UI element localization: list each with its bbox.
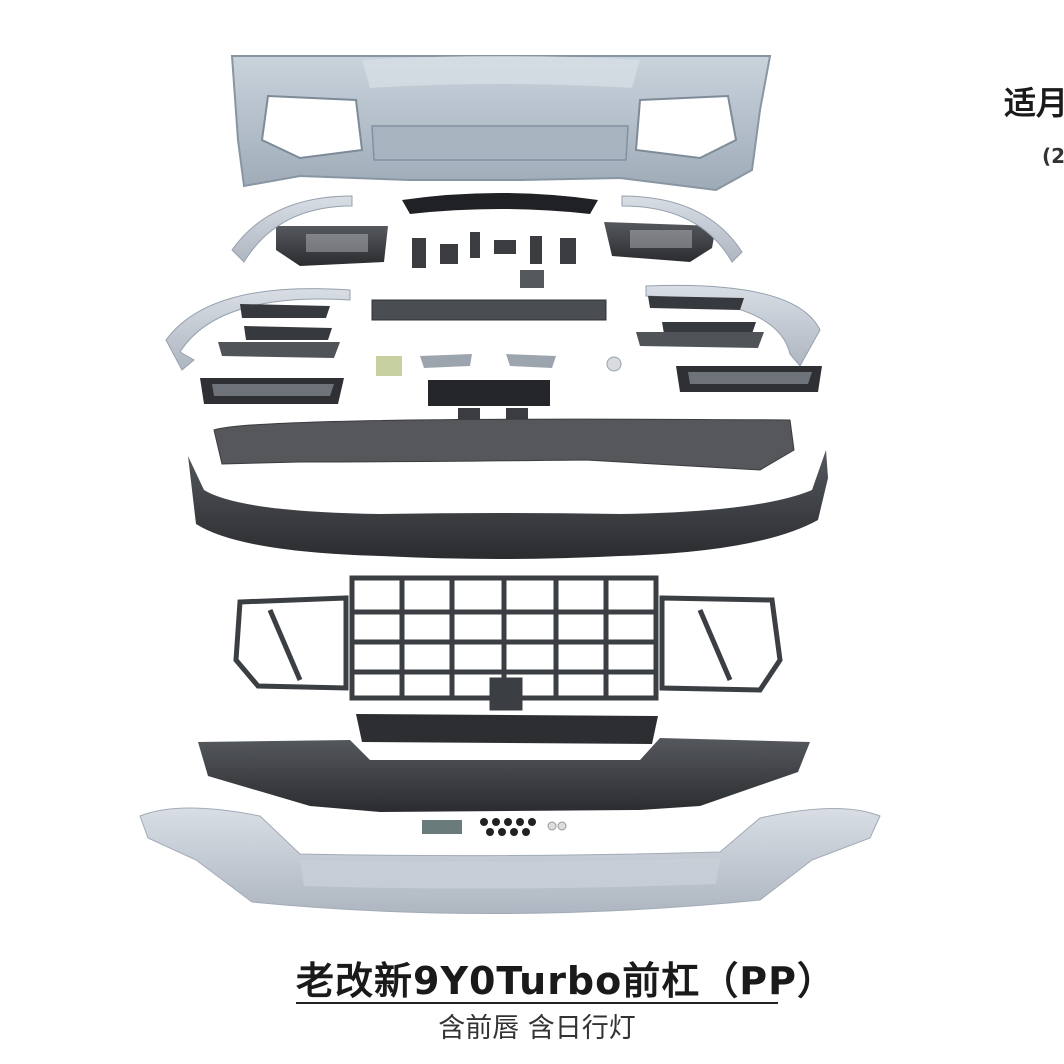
product-title: 老改新9Y0Turbo前杠（PP） (296, 959, 836, 1003)
under-diffuser (198, 738, 810, 812)
lower-black-lip (188, 450, 828, 559)
front-bumper-cover (230, 55, 772, 192)
center-mesh-strip (371, 299, 607, 321)
left-upper-arch-flare (231, 195, 353, 263)
right-upper-arch-flare (621, 195, 743, 263)
right-vent-surround (604, 222, 716, 262)
lower-grille-insert (356, 714, 658, 744)
side-note-title: 适月 (1004, 84, 1064, 122)
front-splitter (213, 418, 795, 471)
lower-lip-pp (139, 807, 881, 915)
upper-grille-trim (402, 193, 598, 214)
product-subtitle: 含前唇 含日行灯 (438, 1013, 636, 1044)
grille-frame (233, 575, 783, 711)
title-underline (296, 1002, 778, 1004)
mounting-brackets (412, 232, 576, 288)
left-side-slats (218, 304, 340, 358)
left-drl-light (200, 378, 344, 404)
side-note-subtitle: (2 (1042, 144, 1064, 168)
chrome-trim-pieces (376, 354, 622, 376)
right-side-slats (636, 296, 764, 348)
right-drl-light (676, 366, 822, 392)
left-lower-arch-flare (165, 288, 351, 371)
hardware-clips (422, 818, 567, 836)
left-vent-surround (276, 226, 388, 266)
